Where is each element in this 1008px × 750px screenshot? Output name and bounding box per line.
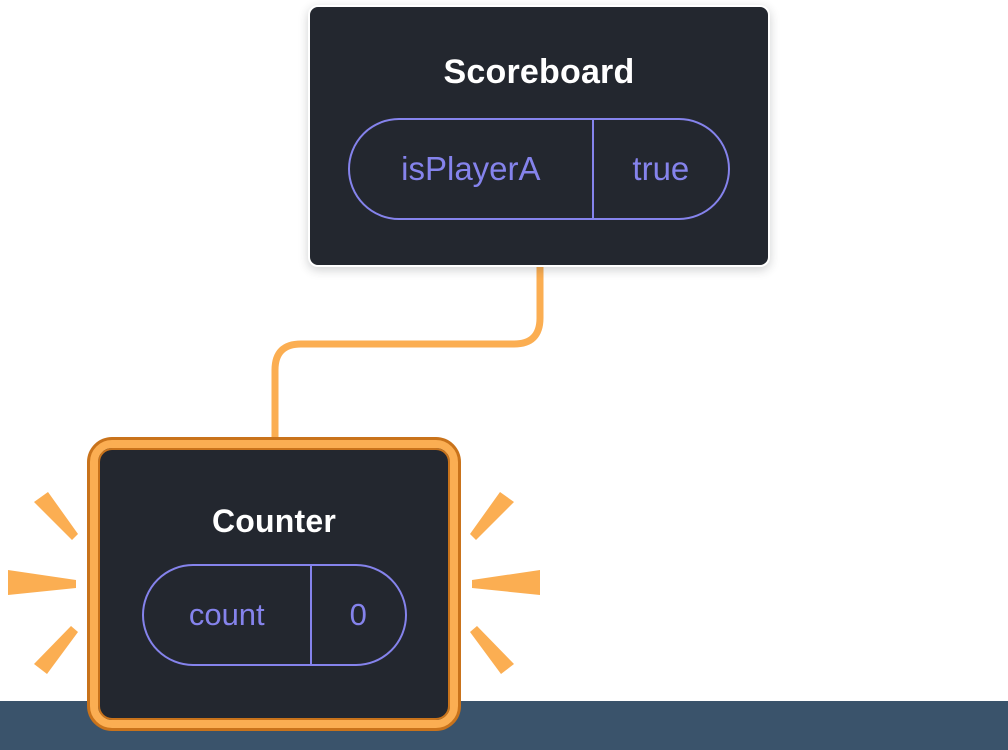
counter-state-label: count (188, 596, 265, 632)
ray-top-right (470, 492, 514, 540)
counter-title: Counter (211, 502, 337, 539)
counter-state-divider (310, 565, 312, 664)
ray-middle-right (472, 570, 540, 595)
ray-middle-left (8, 570, 76, 595)
counter-component-card: Counter count 0 (90, 440, 458, 728)
connector-line (271, 258, 544, 454)
scoreboard-state-divider (591, 119, 594, 218)
ray-bottom-left (34, 626, 78, 674)
scoreboard-title: Scoreboard (443, 52, 635, 91)
counter-state-pill: count 0 (141, 563, 407, 666)
ray-top-left (34, 492, 78, 540)
counter-state-value: 0 (349, 596, 367, 632)
scoreboard-state-pill: isPlayerA true (348, 117, 730, 220)
scoreboard-component-card: Scoreboard isPlayerA true (308, 5, 770, 267)
scoreboard-state-value: true (632, 149, 690, 187)
ray-bottom-right (470, 626, 514, 674)
scoreboard-state-label: isPlayerA (401, 149, 541, 187)
